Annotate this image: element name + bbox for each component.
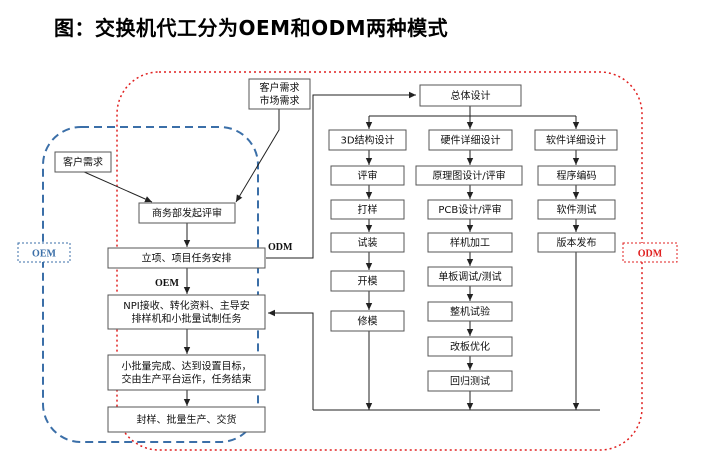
node-label: 程序编码 [557, 169, 597, 182]
node-label: 试装 [358, 236, 378, 249]
node-hw-design: 硬件详细设计 [428, 129, 513, 151]
odm-flow-label: ODM [268, 242, 293, 253]
node-sw-test: 软件测试 [537, 199, 616, 220]
node-label: 排样机和小批量试制任务 [132, 312, 242, 325]
node-label: PCB设计/评审 [438, 203, 501, 216]
node-label: 商务部发起评审 [152, 207, 222, 220]
node-label: 市场需求 [260, 94, 300, 107]
node-label: 客户需求 [63, 156, 103, 169]
node-label: 样机加工 [450, 236, 490, 249]
node-label: 修模 [358, 315, 378, 328]
oem-badge: OEM [17, 242, 71, 263]
node-label: 硬件详细设计 [441, 134, 501, 147]
node-label: 回归测试 [450, 375, 490, 388]
node-overall-design: 总体设计 [419, 84, 522, 107]
node-label: 整机试验 [450, 305, 490, 318]
oem-badge-label: OEM [32, 249, 56, 260]
oem-flow-label: OEM [155, 278, 179, 289]
node-hw-pcb: PCB设计/评审 [427, 199, 513, 220]
node-label: 交由生产平台运作，任务结束 [122, 373, 252, 386]
node-struct-review: 评审 [330, 165, 405, 186]
node-sw-release: 版本发布 [537, 232, 616, 253]
node-struct-mold: 开模 [330, 270, 405, 292]
node-hw-regression: 回归测试 [427, 370, 513, 392]
node-hw-board-test: 单板调试/测试 [427, 266, 513, 287]
node-label: 版本发布 [557, 236, 597, 249]
node-small-batch: 小批量完成、达到设置目标，交由生产平台运作，任务结束 [107, 354, 266, 391]
node-label: 开模 [358, 276, 378, 288]
node-hw-proto: 样机加工 [427, 232, 513, 253]
node-mass-prod: 封样、批量生产、交货 [107, 406, 266, 433]
node-struct-repair: 修模 [330, 310, 405, 332]
odm-badge-label: ODM [638, 249, 663, 260]
node-struct-design: 3D结构设计 [328, 129, 407, 151]
node-label: 立项、项目任务安排 [142, 252, 232, 265]
node-label: 总体设计 [451, 89, 491, 102]
node-label: 3D结构设计 [340, 134, 394, 147]
node-struct-sample: 打样 [330, 199, 405, 220]
node-hw-system-test: 整机试验 [427, 301, 513, 322]
page-title: 图：交换机代工分为OEM和ODM两种模式 [54, 16, 449, 40]
node-label: 单板调试/测试 [438, 270, 501, 283]
node-label: 原理图设计/评审 [432, 169, 505, 182]
node-sw-design: 软件详细设计 [534, 129, 618, 151]
node-struct-fit: 试装 [330, 232, 405, 253]
oem-region-outline [42, 126, 259, 443]
node-hw-schematic: 原理图设计/评审 [415, 165, 523, 186]
node-label: 改板优化 [450, 340, 490, 353]
node-sw-coding: 程序编码 [537, 165, 616, 186]
node-hw-optimize: 改板优化 [427, 336, 513, 357]
node-label: 封样、批量生产、交货 [137, 413, 237, 426]
node-label: 客户需求 [260, 81, 300, 94]
odm-badge: ODM [622, 242, 678, 263]
node-label: 软件测试 [557, 203, 597, 216]
node-label: 评审 [358, 169, 378, 182]
node-label: 打样 [358, 203, 378, 216]
node-label: 软件详细设计 [546, 134, 606, 147]
node-biz-review: 商务部发起评审 [138, 202, 236, 224]
flow-edges [81, 91, 600, 411]
node-customer-req: 客户需求 [54, 151, 112, 173]
node-label: 小批量完成、达到设置目标， [122, 360, 252, 373]
node-project-setup: 立项、项目任务安排 [107, 247, 266, 269]
node-label: NPI接收、转化资料、主导安 [123, 299, 249, 312]
